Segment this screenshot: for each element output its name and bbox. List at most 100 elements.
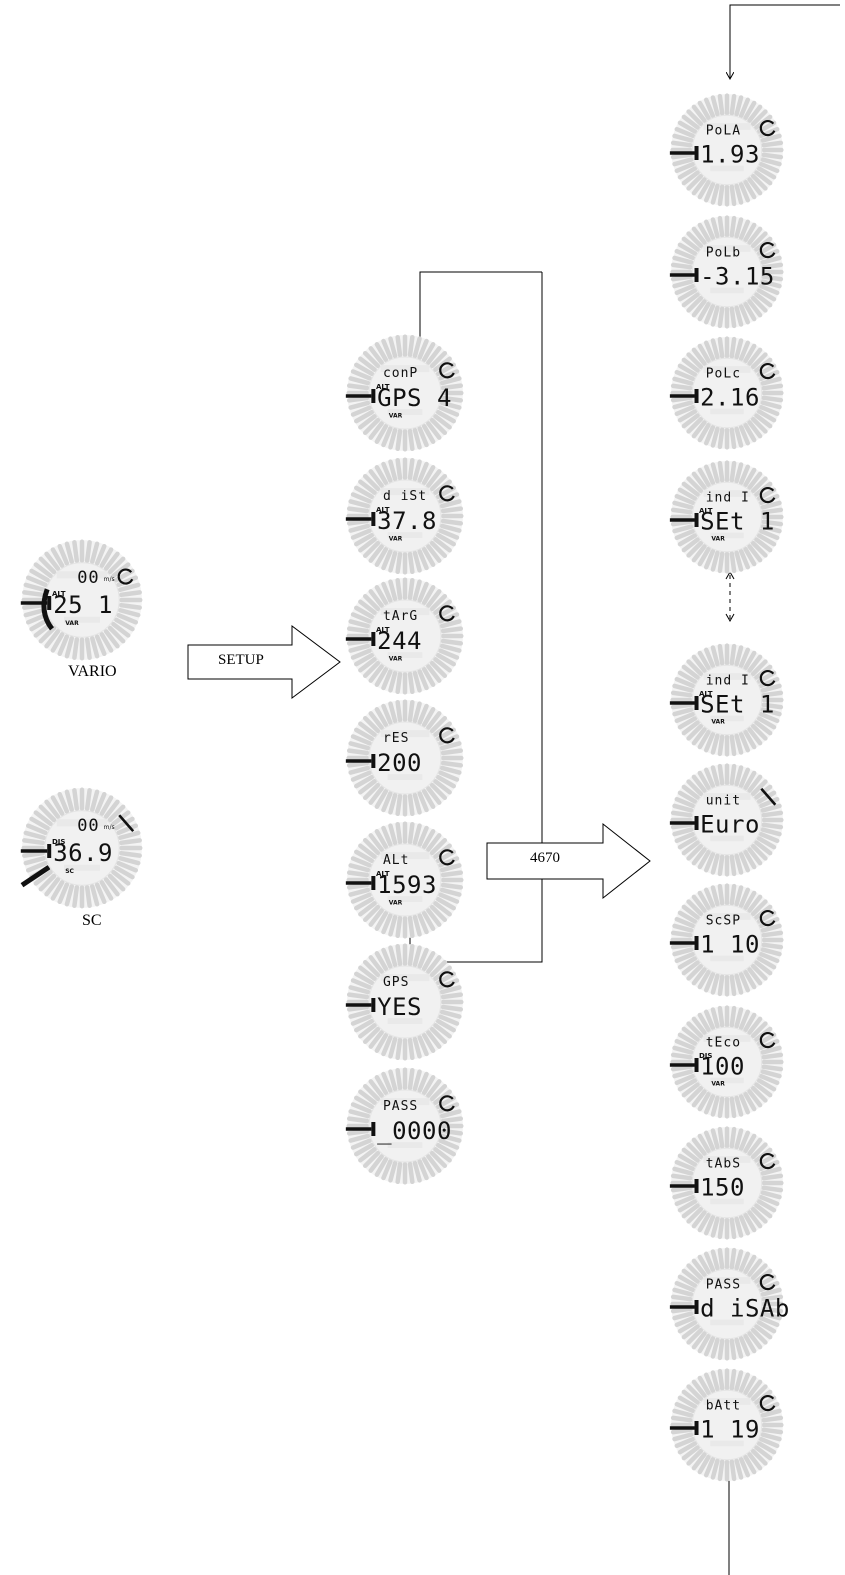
indicator-tag-bottom: VAR [389,412,403,419]
sc-mode-label: SC [82,912,102,929]
screen-top-readout: rES [383,731,409,746]
refresh-icon [439,727,455,744]
needle-indicator [669,1421,699,1435]
refresh-icon [759,241,776,259]
screen-top-readout: d iSt [383,489,427,504]
vario-arc [41,588,55,631]
needle-indicator [20,844,52,858]
screen-main-readout: d iSAb [700,1294,790,1322]
screen-main-readout: -3.15 [700,262,775,290]
screen-top-readout: tEco [706,1035,741,1050]
slash-icon [118,814,135,833]
lcd-ghost-segments [346,334,464,452]
lcd-ghost-segments [670,1247,784,1361]
code-arrow-label: 4670 [530,850,560,866]
indicator-tag-bottom: VAR [389,899,403,906]
needle-indicator [345,1122,376,1136]
lcd-ghost-segments [346,457,464,575]
refresh-icon [117,568,134,585]
lcd-ghost-segments [670,643,784,757]
indicator-tag-top: DIS [699,1052,712,1060]
screen-top-readout: unit [706,793,741,808]
screen-top-readout: ScSP [706,913,741,928]
screen-top-readout: ind I [706,490,750,505]
screen-main-readout: 1 19 [700,1415,760,1443]
screen-main-readout: 2.16 [700,383,760,411]
screen-top-readout: ALt [383,853,409,868]
instrument-screen: PoLc 2.16 [669,336,784,450]
setup-loop-top-line [420,271,542,345]
indicator-tag-top: ALT [699,690,713,698]
refresh-icon [439,849,455,866]
screen-top-readout: ind I [706,673,750,688]
screen-top-readout: conP [383,366,418,381]
indicator-tag-bottom: VAR [711,719,725,726]
screen-main-readout: Euro [700,810,760,838]
needle-indicator [669,1300,699,1314]
code-arrow [486,822,651,900]
screen-top-readout: PoLb [706,245,741,260]
refresh-icon [759,1031,776,1049]
needle-indicator [669,696,699,710]
indicator-tag-top: ALT [699,507,713,515]
dashed-arrow-down [725,613,735,623]
refresh-icon [439,485,455,502]
instrument-screen: ALT VAR ALt 1593 [345,821,464,939]
needle-indicator [345,512,376,526]
screen-top-readout: bAtt [706,1398,741,1413]
screen-main-readout: _0000 [377,1117,452,1145]
refresh-icon [439,362,455,379]
lcd-ghost-segments [670,1126,784,1240]
needle-indicator [345,389,376,403]
screen-main-readout: 100 [700,1052,745,1080]
screen-main-readout: SEt 1 [700,690,775,718]
needle-indicator [669,268,699,282]
screen-top-readout: PASS [706,1277,741,1292]
indicator-tag-top: ALT [376,870,390,878]
refresh-icon [759,669,776,687]
refresh-icon [759,909,776,927]
needle-indicator [345,998,376,1012]
instrument-screen: tAbS 150 [669,1126,784,1240]
refresh-icon [439,605,455,622]
lcd-ghost-segments [346,699,464,817]
refresh-icon [759,1273,776,1291]
slash-icon [760,787,777,806]
refresh-icon [759,1394,776,1412]
needle-indicator [669,513,699,527]
screen-main-readout: 37.8 [377,507,437,535]
sc-tail-indicator [20,865,51,888]
needle-indicator [669,146,699,160]
screen-main-readout: 1593 [377,871,437,899]
needle-indicator [669,389,699,403]
screen-top-readout: GPS [383,975,409,990]
refresh-icon [759,486,776,504]
screen-main-readout: 244 [377,627,422,655]
screen-top-readout: tAbS [706,1156,741,1171]
lcd-ghost-segments [670,1005,784,1119]
screen-top-readout: PoLc [706,366,741,381]
screen-main-readout: 1.93 [700,140,760,168]
needle-indicator [669,1179,699,1193]
indicator-tag-bottom: VAR [711,536,725,543]
screen-top-readout: PoLA [706,123,741,138]
connector-lines [410,4,840,1575]
refresh-icon [439,971,455,988]
instrument-screen: PoLA 1.93 [669,93,784,207]
indicator-tag-bottom: VAR [65,620,79,627]
instrument-screen: PoLb -3.15 [669,215,784,329]
screen-top-readout: tArG [383,609,418,624]
screen-main-readout: 150 [700,1173,745,1201]
